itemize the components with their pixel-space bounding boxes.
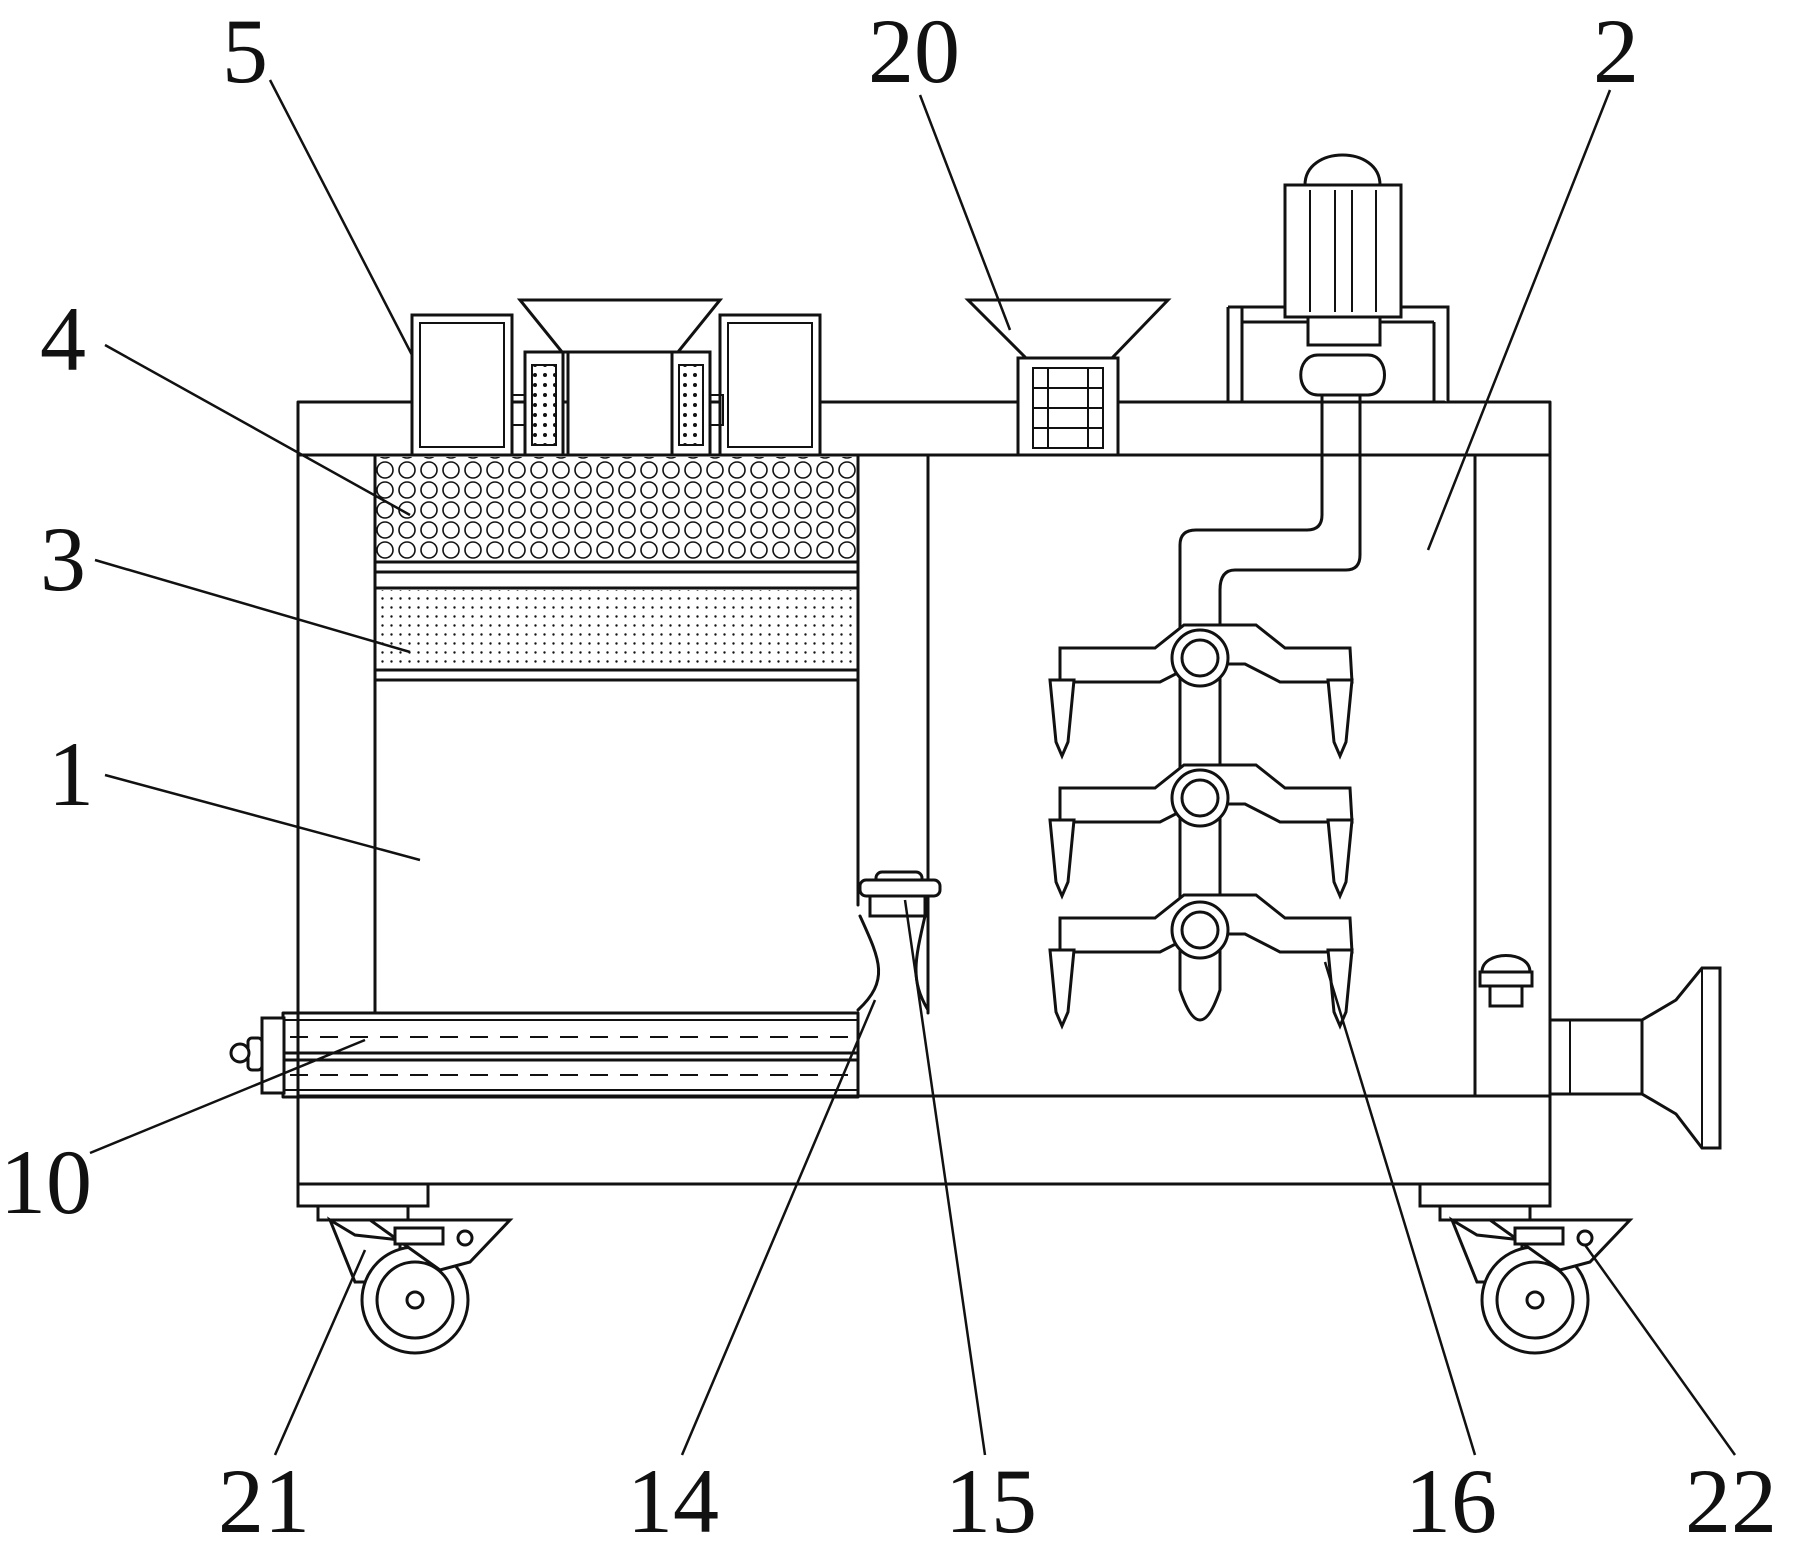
label-15: 15 [945,1450,1037,1547]
filter-layer-4 [375,457,857,560]
left-chamber [373,453,860,682]
right-outlet [1478,954,1722,1150]
motor-assembly [1226,153,1450,402]
partition-channel [856,453,930,1015]
label-10: 10 [0,1131,92,1233]
label-20: 20 [868,0,960,102]
label-2: 2 [1593,0,1639,102]
label-21: 21 [218,1450,310,1547]
label-3: 3 [40,508,86,610]
hopper-20 [964,298,1172,457]
mixer-shaft [1048,393,1362,1030]
wheel-22 [1418,1182,1634,1355]
top-feeder-5 [410,298,822,457]
mixer-arm-bottom [1048,893,1354,1030]
label-5: 5 [222,0,268,102]
wheel-21 [296,1182,514,1355]
label-22: 22 [1685,1450,1777,1547]
label-1: 1 [48,723,94,825]
drawer-10 [229,1011,860,1099]
label-4: 4 [40,288,86,390]
valve-and-pipe [856,870,942,1012]
label-16: 16 [1405,1450,1497,1547]
mixer-arm-top [1048,623,1354,760]
filter-layer-3 [375,590,857,668]
label-14: 14 [627,1450,719,1547]
leader-lines [89,79,1737,1456]
mixer-arm-middle [1048,763,1354,900]
